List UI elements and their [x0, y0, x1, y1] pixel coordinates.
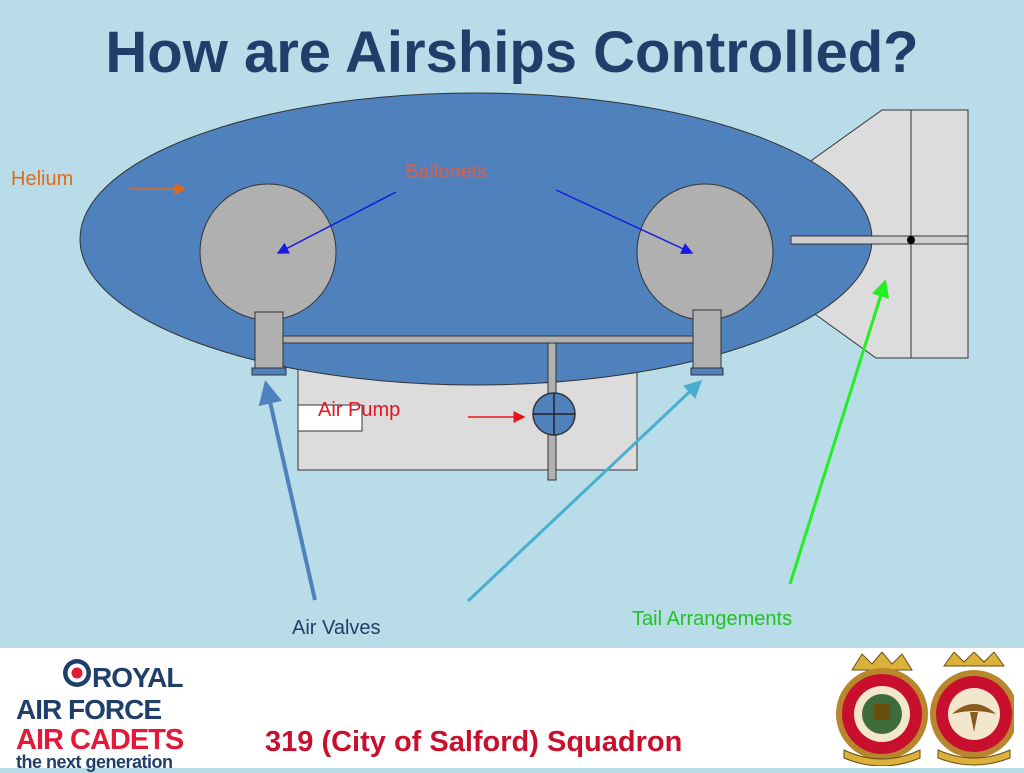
logo-royal: ROYAL: [92, 662, 183, 693]
air-valve-left: [251, 367, 287, 376]
ballonet-arrow-left: [276, 191, 397, 254]
airship-diagram: [79, 92, 969, 603]
tail-arrangements-arrow: [788, 279, 890, 585]
air-valve-arrow-left: [258, 380, 317, 601]
raf-roundel-icon: [63, 659, 91, 687]
helium-label: Helium: [11, 168, 74, 190]
elevator-bar: [790, 235, 969, 245]
ballonet-arrow-right: [555, 189, 694, 255]
air-valve-arrow-right: [466, 379, 703, 603]
ballonets-label: Ballonets: [405, 161, 488, 183]
air-pump-label: Air Pump: [318, 399, 401, 421]
slide-canvas: How are Airships Controlled?: [11, 20, 969, 639]
slide-title: How are Airships Controlled?: [105, 20, 919, 85]
air-valves-label: Air Valves: [292, 617, 381, 639]
pipe-horizontal: [282, 335, 694, 344]
ballonet-left: [199, 183, 337, 321]
air-valve-right: [690, 367, 724, 376]
logo-air-force: AIR FORCE: [16, 694, 162, 725]
ballonet-right: [636, 183, 774, 321]
elevator-pivot: [907, 236, 915, 244]
squadron-name: 319 (City of Salford) Squadron: [265, 726, 683, 758]
air-training-corps-badge-icon: [930, 652, 1014, 766]
pipe-left-vertical: [254, 311, 284, 369]
rafac-logo: ROYAL AIR FORCE AIR CADETS the next gene…: [16, 654, 216, 772]
city-of-salford-badge-icon: [836, 652, 928, 766]
tail-arrangements-label: Tail Arrangements: [632, 608, 793, 630]
logo-air-cadets: AIR CADETS: [16, 724, 184, 756]
squadron-badges: [836, 652, 1014, 766]
gondola-window: [297, 404, 363, 432]
pipe-right-vertical: [692, 309, 722, 369]
logo-next-generation: the next generation: [16, 752, 173, 772]
